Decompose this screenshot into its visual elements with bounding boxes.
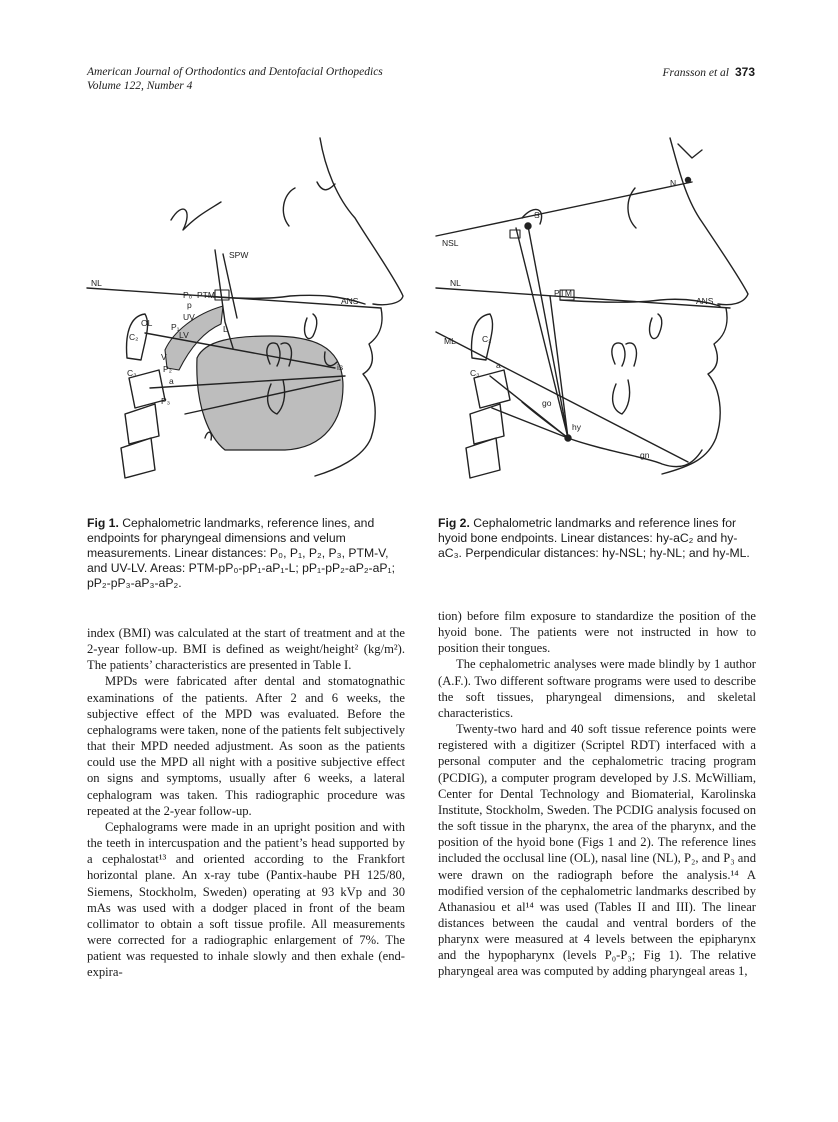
label-v: V: [161, 352, 167, 362]
label-p: p: [187, 300, 192, 310]
label-ans-2: ANS: [696, 296, 714, 306]
figure-2-caption-label: Fig 2.: [438, 516, 470, 530]
label-n: N: [670, 178, 676, 188]
label-go: go: [542, 398, 552, 408]
figure-2-caption-text: Cephalometric landmarks and reference li…: [438, 516, 750, 560]
label-l: L: [223, 324, 228, 334]
running-authors: Fransson et al: [662, 67, 729, 79]
label-p2: P₂: [163, 364, 172, 374]
label-ptm: PTM: [197, 290, 215, 300]
right-column: tion) before film exposure to standardiz…: [438, 608, 756, 980]
label-hy: hy: [572, 422, 582, 432]
figure-1-drawing: SPW NL ANS PTM P₀ p UV P₁ LV L OL C₂ V P…: [86, 137, 404, 479]
figure-1-caption-label: Fig 1.: [87, 516, 119, 530]
running-header-right: Fransson et al 373: [663, 65, 755, 80]
label-spw: SPW: [229, 250, 248, 260]
right-paragraph-2: The cephalometric analyses were made bli…: [438, 657, 756, 720]
running-header-left: American Journal of Orthodontics and Den…: [87, 65, 383, 93]
figure-2-caption: Fig 2. Cephalometric landmarks and refer…: [438, 516, 756, 561]
label-p1: P₁: [171, 322, 180, 332]
label-uv: UV: [183, 312, 195, 322]
label-p0: P₀: [183, 290, 193, 300]
figure-2-drawing: N S NSL NL PTM ANS ML C₂ C₃ a go hy gn: [435, 137, 749, 479]
label-ol: OL: [141, 318, 153, 328]
label-ml: ML: [444, 336, 456, 346]
label-c2: C₂: [129, 332, 138, 342]
right-paragraph-3: Twenty-two hard and 40 soft tissue refer…: [438, 722, 756, 979]
label-is: is: [337, 362, 343, 372]
label-nl: NL: [91, 278, 102, 288]
label-a-2: a: [496, 360, 501, 370]
figure-2: N S NSL NL PTM ANS ML C₂ C₃ a go hy gn: [430, 118, 760, 503]
left-paragraph-2: MPDs were fabricated after dental and st…: [87, 674, 405, 818]
left-paragraph-1: index (BMI) was calculated at the start …: [87, 626, 405, 673]
left-paragraph-3: Cephalograms were made in an upright pos…: [87, 819, 405, 980]
figure-1-caption: Fig 1. Cephalometric landmarks, referenc…: [87, 516, 405, 591]
page-number: 373: [734, 65, 755, 79]
label-c3: C₃: [127, 368, 137, 378]
label-c2-2: C₂: [482, 334, 491, 344]
label-p3: P₃: [161, 396, 170, 406]
label-c3-2: C₃: [470, 368, 480, 378]
right-paragraph-1: tion) before film exposure to standardiz…: [438, 609, 756, 656]
label-ptm-2: PTM: [554, 288, 572, 298]
label-lv: LV: [179, 330, 189, 340]
label-a: a: [169, 376, 174, 386]
label-ans: ANS: [341, 296, 359, 306]
left-column: index (BMI) was calculated at the start …: [87, 625, 405, 980]
figure-1: SPW NL ANS PTM P₀ p UV P₁ LV L OL C₂ V P…: [85, 118, 415, 503]
journal-title: American Journal of Orthodontics and Den…: [87, 66, 383, 78]
label-gn: gn: [640, 450, 650, 460]
label-s: S: [534, 210, 540, 220]
figure-1-caption-text: Cephalometric landmarks, reference lines…: [87, 516, 396, 590]
label-nsl: NSL: [442, 238, 459, 248]
journal-volume: Volume 122, Number 4: [87, 80, 193, 92]
label-nl-2: NL: [450, 278, 461, 288]
